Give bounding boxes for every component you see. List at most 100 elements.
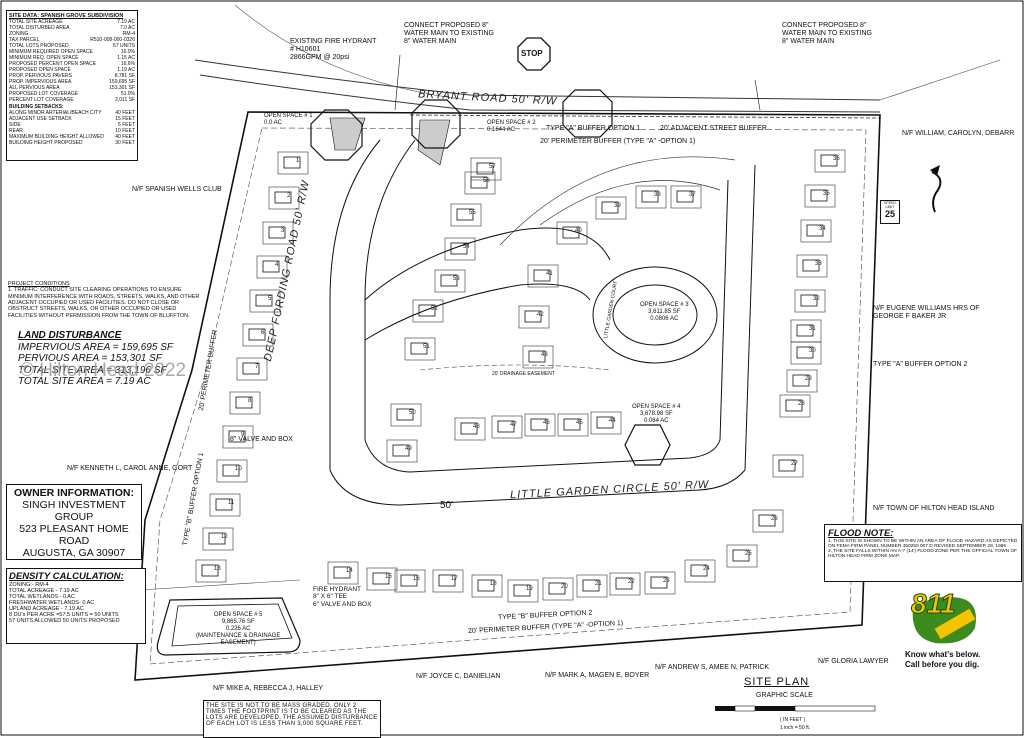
- sight-triangle-octagon-1: [310, 109, 363, 161]
- row-label: ALONG MINOR ARTERIAL/BEACH CITY: [9, 110, 102, 116]
- lot-parcel: [202, 527, 234, 551]
- lot-parcel: [522, 345, 554, 369]
- os3-line3: 0.0806 AC: [650, 315, 679, 322]
- os5-line3: 0.226 AC: [225, 625, 251, 632]
- lot-parcel: [404, 337, 436, 361]
- row-value: 2,011 SF: [115, 97, 135, 103]
- note-line: 1. TRAFFIC: CONDUCT SITE CLEARING OPERAT…: [8, 287, 182, 294]
- lot-parcel: [412, 299, 444, 323]
- lot-number: 33: [815, 261, 822, 267]
- lot-parcel: [249, 289, 281, 313]
- house-footprint: [732, 549, 750, 562]
- os5-line4: (MAINTENANCE & DRAINAGE: [196, 632, 281, 639]
- setback-rows: ALONG MINOR ARTERIAL/BEACH CITY 40 FEET AD…: [9, 110, 135, 146]
- logo-811-number: 811: [911, 588, 957, 620]
- logo-811-line1: Know what's below.: [905, 650, 981, 659]
- os5-line2: 9,865.76 SF: [221, 618, 255, 625]
- row-label: ZONING: [9, 31, 29, 37]
- pervious-area: PERVIOUS AREA = 153,301 SF: [18, 353, 162, 364]
- lot-parcel: [556, 221, 588, 245]
- row-value: 40 FEET: [115, 134, 135, 140]
- house-footprint: [810, 189, 828, 202]
- lot-number: 27: [791, 461, 798, 467]
- graphic-scale-title: GRAPHIC SCALE: [756, 692, 813, 699]
- os4-line2: 3,678.98 SF: [639, 410, 673, 417]
- lot-number: 11: [228, 500, 235, 506]
- lot-number: 30: [809, 348, 816, 354]
- lot-parcel: [366, 567, 398, 591]
- stop-sign-icon: [517, 37, 551, 71]
- hydrant-bottom-line2: 8" X 6" TEE: [313, 593, 348, 601]
- row-label: PROPOSED LOT COVERAGE: [9, 91, 79, 97]
- scale-ratio: 1 inch = 50 ft.: [780, 725, 811, 731]
- neighbor-hilton-head: N/F TOWN OF HILTON HEAD ISLAND: [873, 505, 995, 512]
- note-line: TOTAL ACREAGE - 7.19 AC: [9, 588, 79, 594]
- house-footprint: [676, 190, 694, 203]
- lot-number: 24: [703, 566, 710, 572]
- lot-parcel: [209, 493, 241, 517]
- house-footprint: [372, 572, 390, 585]
- house-footprint: [283, 156, 301, 169]
- top-adjacent-buffer: 20' ADJACENT STREET BUFFER: [660, 125, 767, 132]
- table-row: PROPOSED LOT COVERAGE 51.0%: [9, 91, 135, 97]
- house-footprint: [418, 304, 436, 317]
- site-data-title: SITE DATA: SPANISH GROVE SUBDIVISION: [9, 13, 124, 19]
- lot-parcel: [772, 454, 804, 478]
- property-boundary: [134, 111, 881, 681]
- lot-number: 55: [469, 210, 476, 216]
- house-footprint: [460, 422, 478, 435]
- row-label: ADJACENT USE SETBACK: [9, 116, 72, 122]
- row-label: PROPOSED OPEN SPACE: [9, 67, 71, 73]
- row-label: PROP. PERVIOUS PAVERS: [9, 73, 72, 79]
- sight-triangle-octagon-2: [562, 89, 613, 138]
- note-line: MINIMUM INTERFERENCE WITH ROADS, STREETS…: [8, 293, 200, 300]
- house-footprint: [400, 574, 418, 587]
- row-value: 15 FEET: [115, 116, 135, 122]
- lot-parcel: [262, 221, 294, 245]
- house-footprint: [796, 346, 814, 359]
- lot-number: 4: [275, 262, 279, 268]
- note-line: OBSTRUCT STREETS, WALKS, OR OTHER OCCUPI…: [8, 306, 177, 313]
- deep-fording-road-left: [329, 139, 381, 470]
- row-label: REAR: [9, 128, 23, 134]
- lot-parcel: [726, 544, 758, 568]
- project-conditions-title: PROJECT CONDITIONS: [8, 281, 70, 287]
- lot-parcel: [471, 574, 503, 598]
- hydrant-bottom-line3: 6" VALVE AND BOX: [313, 600, 372, 608]
- note-line: 57 UNITS ALLOWED 50 UNITS PROPOSED: [9, 618, 120, 624]
- lot-parcel: [229, 391, 261, 415]
- hydrant-callout-line2: # H10601: [290, 46, 321, 54]
- note-line: TOTAL WETLANDS - 0 AC: [9, 594, 75, 600]
- lot-number: 12: [221, 534, 228, 540]
- note-line: 1. THIS SITE IS SHOWN TO BE WITHIN AN AR…: [828, 539, 1018, 544]
- impervious-area: IMPERVIOUS AREA = 159,695 SF: [18, 341, 173, 353]
- lot-number: 20: [561, 584, 568, 590]
- lot-parcel: [216, 459, 248, 483]
- house-footprint: [438, 574, 456, 587]
- lot-number: 44: [609, 418, 616, 424]
- lot-parcel: [518, 305, 550, 329]
- open-space-5-label: OPEN SPACE # 5 9,865.76 SF 0.226 AC (MAI…: [196, 612, 280, 646]
- owner-name: SINGH INVESTMENT GROUP: [22, 499, 126, 523]
- lot-parcel: [542, 577, 574, 601]
- lot-parcel: [794, 289, 826, 313]
- row-value: 57 UNITS: [113, 43, 135, 49]
- os2-line2: 0.1644 AC: [487, 126, 516, 133]
- open-space-4-label: OPEN SPACE # 4 3,678.98 SF 0.084 AC: [632, 404, 681, 425]
- site-plan-title: SITE PLAN: [744, 676, 810, 688]
- hydrant-callout-line1: EXISTING FIRE HYDRANT: [290, 38, 377, 45]
- neighbor-halley: N/F MIKE A, REBECCA J, HALLEY: [213, 685, 324, 692]
- total-site-area-sf: TOTAL SITE AREA = 313,196 SF: [18, 364, 167, 376]
- row-value: 51.0%: [120, 91, 135, 97]
- house-footprint: [392, 444, 410, 457]
- lot-number: 40: [575, 228, 582, 234]
- neighbor-eugene-line2: GEORGE F BAKER JR: [873, 313, 947, 321]
- house-footprint: [476, 162, 494, 175]
- lot-number: 3: [281, 228, 285, 234]
- row-value: 7.0 AC: [119, 25, 135, 31]
- water-right-line1: CONNECT PROPOSED 8": [782, 22, 867, 29]
- project-conditions-lines: 1. TRAFFIC: CONDUCT SITE CLEARING OPERAT…: [8, 287, 199, 319]
